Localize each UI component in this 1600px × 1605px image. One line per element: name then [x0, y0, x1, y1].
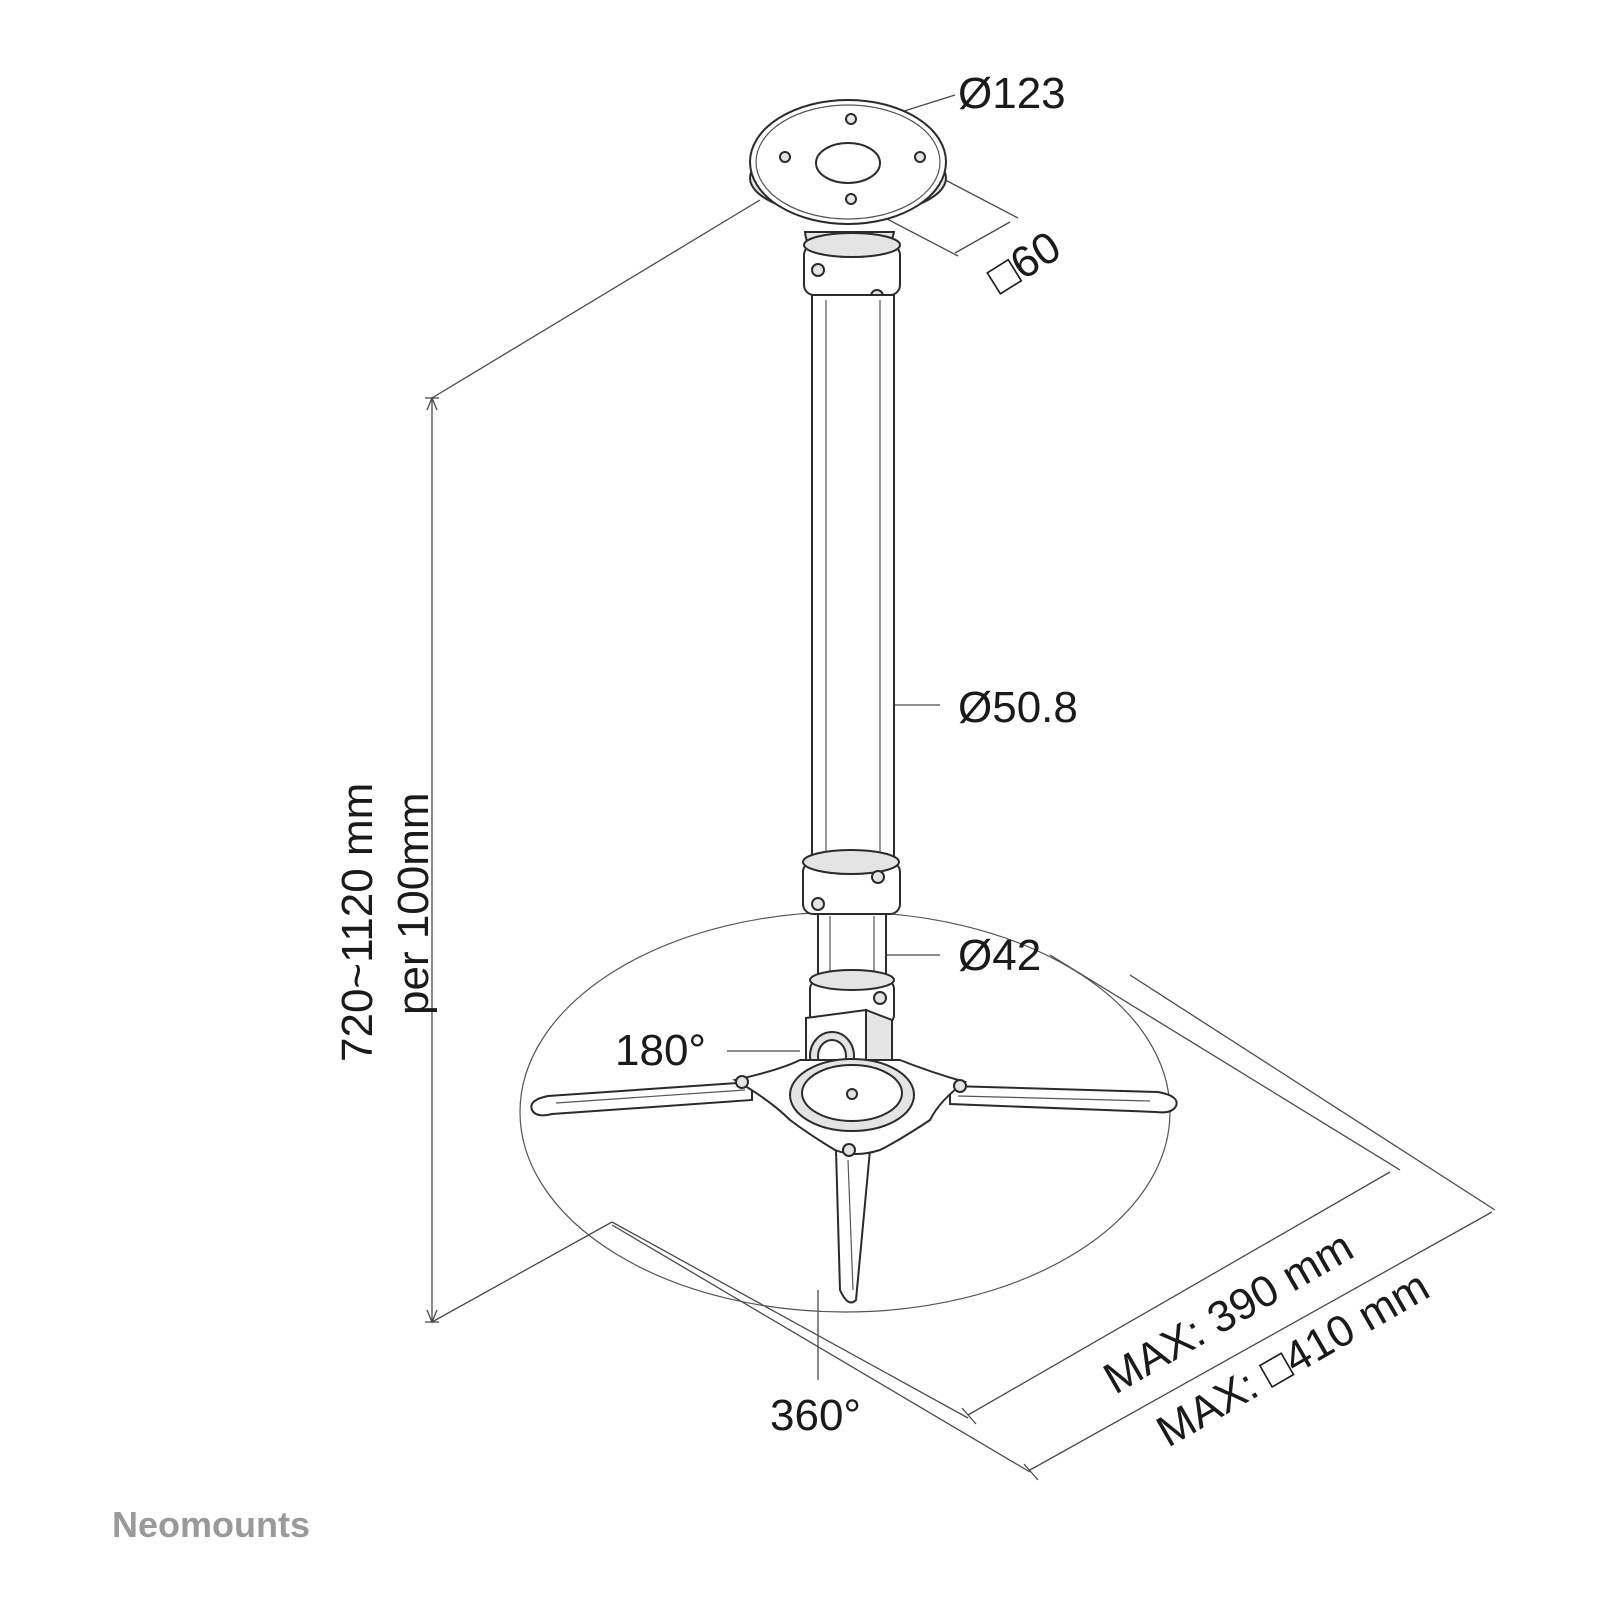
spider-bracket-icon — [530, 1058, 1178, 1304]
brand-logo: Neomounts — [112, 1504, 310, 1545]
height-range-label: 720~1120 mm — [333, 783, 382, 1062]
tube-lower-diameter-label: Ø42 — [958, 931, 1041, 980]
tilt-label: 180° — [615, 1026, 706, 1075]
plate-square-label: □60 — [979, 222, 1069, 304]
extension-tube-icon — [802, 294, 901, 1025]
rotation-label: 360° — [770, 1391, 861, 1440]
tube-upper-diameter-label: Ø50.8 — [958, 683, 1078, 732]
plate-diameter-label: Ø123 — [958, 69, 1066, 118]
ceiling-plate-icon — [749, 99, 947, 303]
height-step-label: per 100mm — [389, 792, 438, 1015]
